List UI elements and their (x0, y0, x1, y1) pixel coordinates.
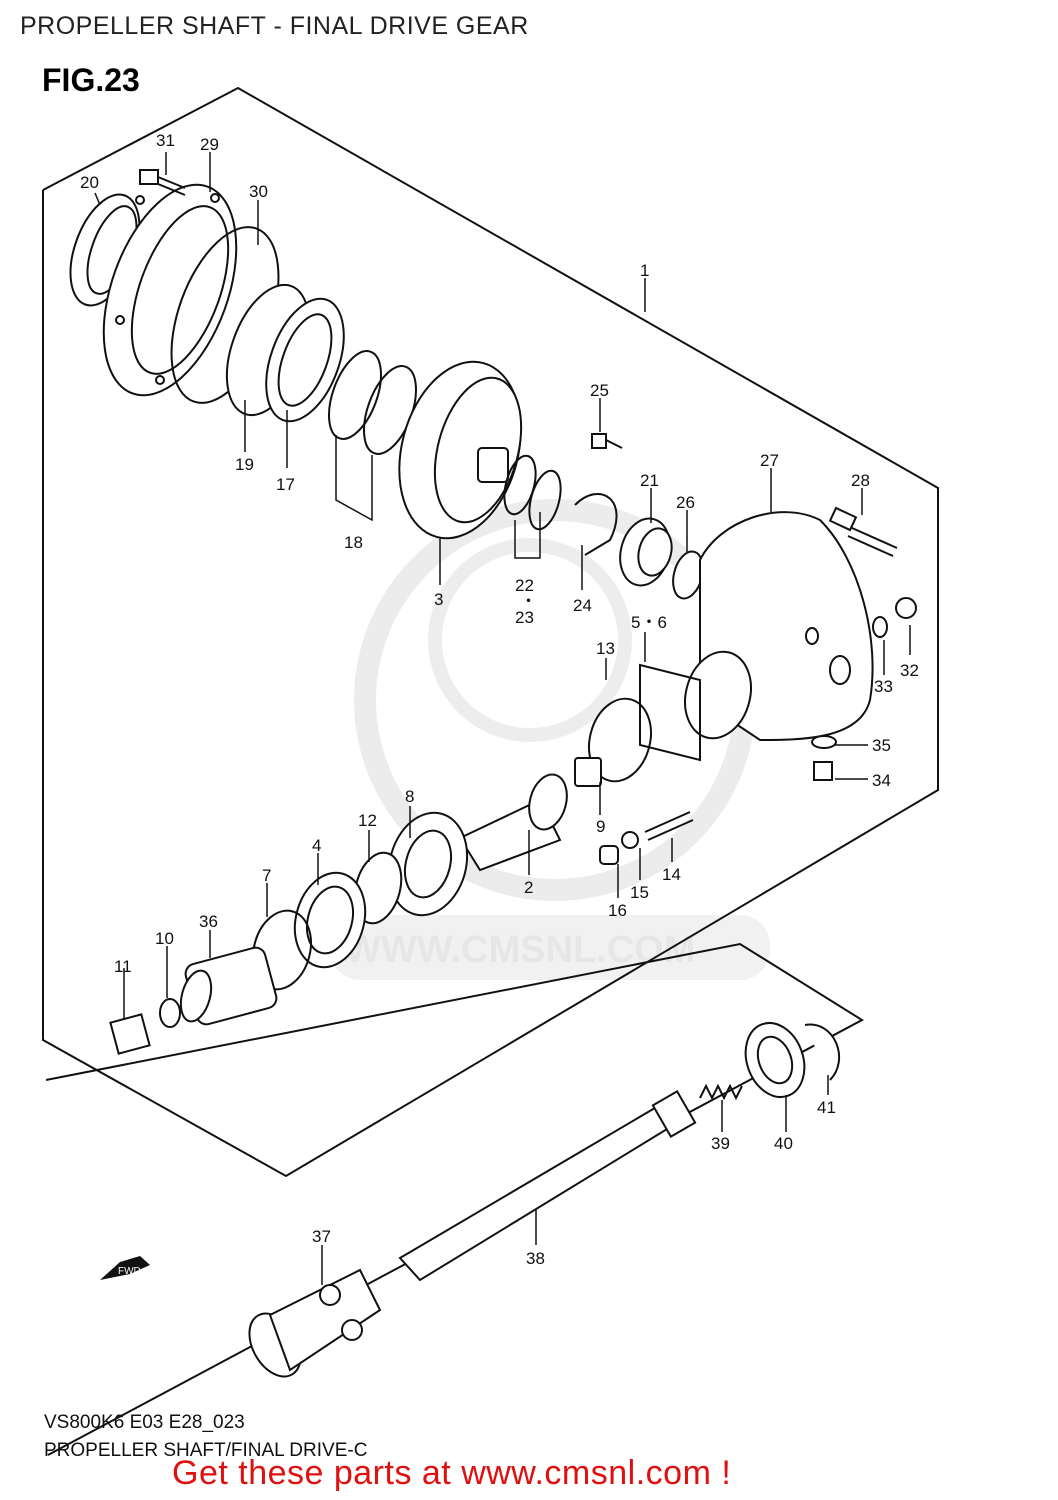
callout-15: 15 (630, 883, 649, 902)
callout-19: 19 (235, 455, 254, 474)
diagram-code: VS800K6 E03 E28_023 (44, 1412, 245, 1433)
part-bolts-14-15-16 (599, 811, 694, 865)
callout-2: 2 (524, 878, 533, 897)
part-ring-gear-3 (398, 360, 523, 540)
callout-12: 12 (358, 811, 377, 830)
part-bearing-case-4 (293, 871, 367, 969)
callout-38: 38 (526, 1249, 545, 1268)
part-drive-pinion-2 (458, 757, 602, 872)
callout-30: 30 (249, 182, 268, 201)
part-joint-36 (179, 946, 278, 1026)
callout-39: 39 (711, 1134, 730, 1153)
callout-4: 4 (312, 836, 321, 855)
callout-3: 3 (434, 590, 443, 609)
callout-41: 41 (817, 1098, 836, 1117)
part-propeller-shaft-38 (398, 1090, 697, 1282)
fwd-arrow-icon: FWD (100, 1256, 150, 1280)
part-nut-11 (109, 1013, 151, 1055)
part-stud-28 (828, 506, 898, 557)
callout-23: 23 (515, 608, 534, 627)
callout-34: 34 (872, 771, 891, 790)
part-bearing-19-17 (225, 283, 345, 423)
part-bearing-case-29 (102, 183, 238, 397)
callout-25: 25 (590, 381, 609, 400)
callout-labels: 1 2 3 4 5・6 7 8 9 10 11 12 13 14 15 16 1… (80, 131, 919, 1268)
callout-33: 33 (874, 677, 893, 696)
part-housing-27 (684, 511, 874, 742)
callout-1: 1 (640, 261, 649, 280)
callout-10: 10 (155, 929, 174, 948)
callout-32: 32 (900, 661, 919, 680)
figure-label: FIG.23 (42, 62, 140, 98)
diagram-caption: PROPELLER SHAFT/FINAL DRIVE-C (44, 1440, 368, 1461)
callout-14: 14 (662, 865, 681, 884)
page-header-title: PROPELLER SHAFT - FINAL DRIVE GEAR (20, 12, 529, 40)
callout-20: 20 (80, 173, 99, 192)
part-universal-joint-37 (248, 1268, 382, 1378)
get-parts-link[interactable]: Get these parts at www.cmsnl.com ! (172, 1454, 732, 1492)
part-stopper-24 (574, 493, 618, 556)
callout-31: 31 (156, 131, 175, 150)
callout-29: 29 (200, 135, 219, 154)
part-plug-34-35 (811, 735, 837, 781)
callout-8: 8 (405, 787, 414, 806)
callout-27: 27 (760, 451, 779, 470)
part-joint-40-41 (744, 1022, 840, 1098)
callout-37: 37 (312, 1227, 331, 1246)
callout-16: 16 (608, 901, 627, 920)
part-spring-39 (699, 1083, 743, 1101)
leader-lines (94, 152, 911, 1285)
part-shims-22-23 (503, 454, 562, 531)
callout-21: 21 (640, 471, 659, 490)
part-shim-gasket-13-5-6 (588, 663, 701, 783)
callout-35: 35 (872, 736, 891, 755)
callout-18: 18 (344, 533, 363, 552)
callout-7: 7 (262, 866, 271, 885)
callout-26: 26 (676, 493, 695, 512)
fwd-label: FWD (118, 1266, 141, 1277)
part-washer-10 (159, 998, 181, 1028)
part-bolt-25 (591, 433, 623, 449)
part-bearing-8-12 (353, 811, 469, 925)
callout-28: 28 (851, 471, 870, 490)
callout-40: 40 (774, 1134, 793, 1153)
callout-24: 24 (573, 596, 592, 615)
callout-5-6: 5・6 (631, 613, 667, 632)
callout-dot-separator: ・ (520, 592, 537, 611)
part-bolt-31 (139, 169, 186, 196)
callout-22: 22 (515, 576, 534, 595)
callout-13: 13 (596, 639, 615, 658)
callout-11: 11 (114, 957, 132, 976)
part-plug-32-33 (872, 597, 917, 638)
callout-36: 36 (199, 912, 218, 931)
callout-17: 17 (276, 475, 295, 494)
upper-assembly-frame (42, 86, 939, 1178)
callout-9: 9 (596, 817, 605, 836)
